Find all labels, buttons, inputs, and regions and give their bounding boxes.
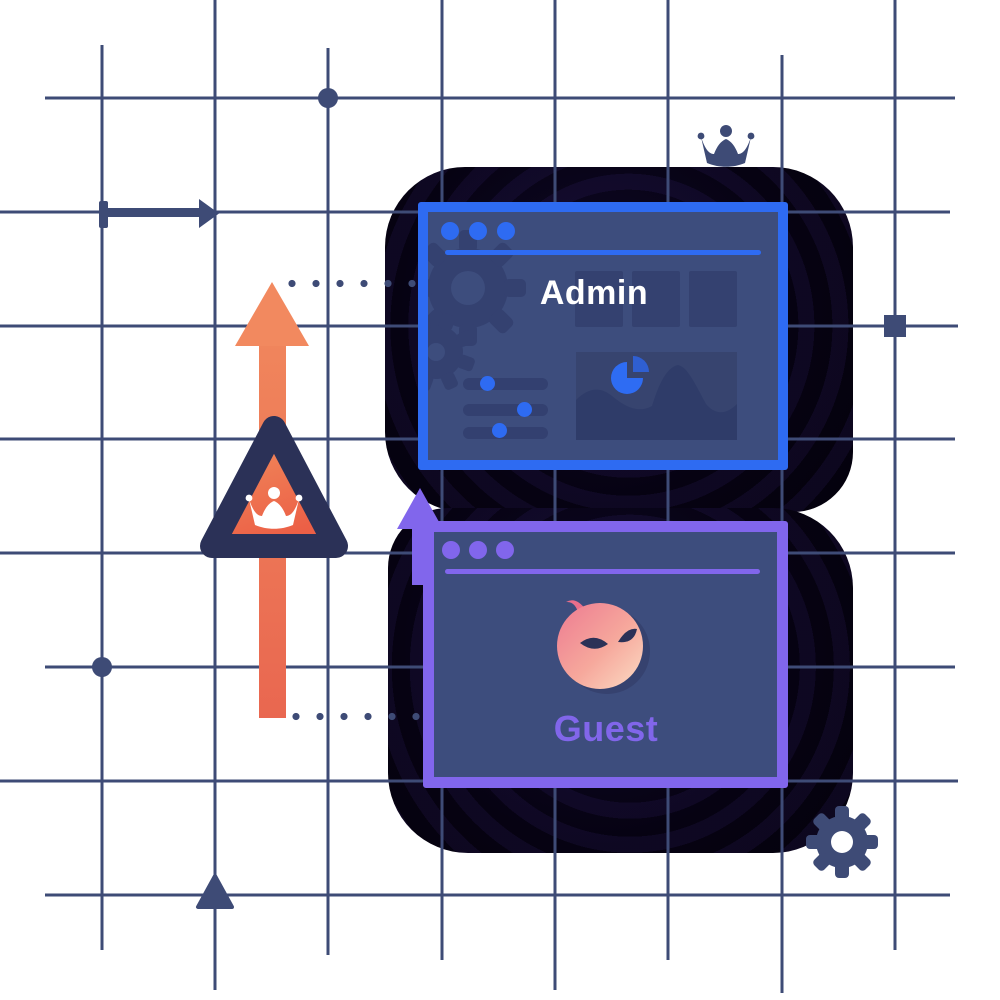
dot-marker — [318, 88, 338, 108]
dot-marker — [92, 657, 112, 677]
window-dot — [497, 222, 515, 240]
guest-window-title: Guest — [553, 708, 659, 749]
imp-eye-right — [618, 628, 637, 643]
titlebar-rule — [445, 250, 761, 255]
gear-icon — [806, 806, 878, 878]
privilege-warning-badge — [200, 416, 348, 558]
slider-knob — [480, 376, 495, 391]
slider-knob — [517, 402, 532, 417]
window-dot — [442, 541, 460, 559]
right-arrow-icon — [99, 199, 219, 228]
guest-corner-arrow-head — [397, 488, 443, 529]
crown-icon — [697, 125, 755, 167]
tile — [575, 271, 623, 327]
escalation-arrow-head — [235, 282, 309, 346]
window-dot — [496, 541, 514, 559]
guest-window: Guest — [423, 521, 788, 788]
admin-window-title: Admin — [539, 274, 649, 312]
imp-face-icon — [557, 600, 650, 694]
window-dot — [441, 222, 459, 240]
slider-bar — [463, 378, 548, 390]
dotted-connector-top — [288, 279, 422, 288]
tile — [689, 271, 737, 327]
guest-corner-arrow-shaft — [412, 526, 426, 585]
tile — [632, 271, 680, 327]
area-wave — [576, 365, 737, 440]
slider-knob — [492, 423, 507, 438]
dashboard-chart — [576, 352, 737, 440]
window-dot — [469, 222, 487, 240]
crown-icon — [245, 487, 303, 529]
pie-wedge — [633, 356, 649, 372]
imp-eye-left — [580, 637, 608, 649]
dotted-connector-bottom — [292, 712, 422, 721]
window-dot — [469, 541, 487, 559]
slider-bar — [463, 404, 548, 416]
pie-chart-icon — [611, 362, 643, 394]
gear-icon — [428, 230, 526, 391]
triangle-marker — [196, 874, 234, 909]
square-marker — [884, 315, 906, 337]
titlebar-rule — [445, 569, 760, 574]
admin-window: Admin — [418, 202, 788, 470]
